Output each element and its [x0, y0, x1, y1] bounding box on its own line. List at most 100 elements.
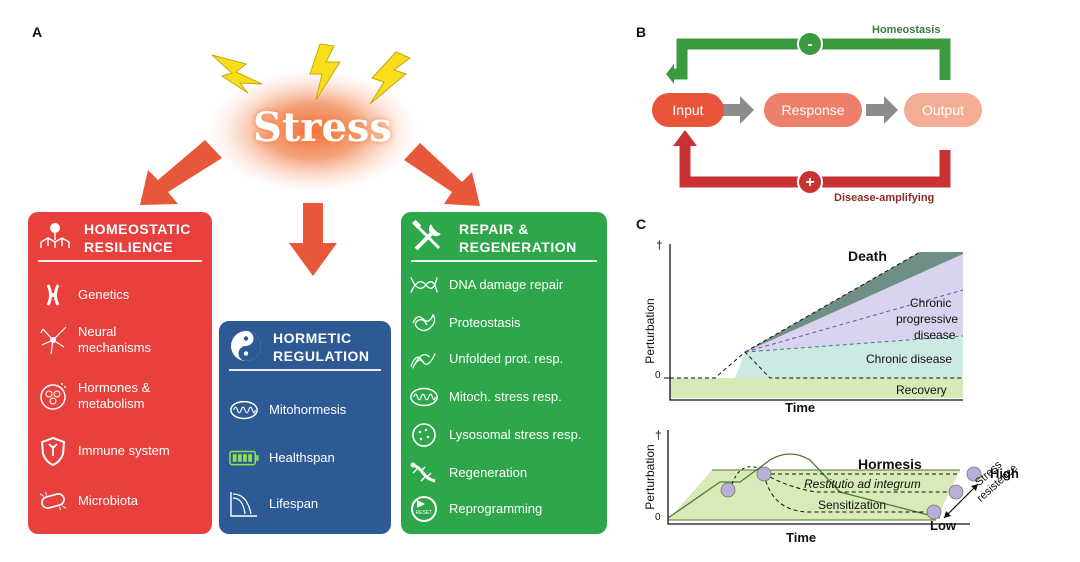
item-label-line2: metabolism [78, 396, 145, 411]
label-sensitization: Sensitization [818, 498, 887, 512]
homeostasis-arrowhead [666, 64, 674, 84]
item-label: Reprogramming [449, 501, 543, 516]
homeostasis-label: Homeostasis [872, 24, 941, 36]
top-ylabel: Perturbation [643, 298, 657, 364]
arrow-input-response [722, 96, 754, 124]
homeostatic-title-line1: HOMEOSTATIC [84, 221, 191, 237]
state-circle [756, 466, 772, 482]
state-circle [720, 482, 736, 498]
top-xlabel: Time [785, 400, 816, 415]
death-region [745, 252, 963, 352]
arrow-response-output [866, 96, 898, 124]
repair-title-line1: REPAIR & [459, 221, 529, 237]
stress-resistance-band [668, 470, 960, 520]
bacterium-icon [38, 488, 68, 514]
restitutio-arrow [763, 473, 950, 493]
network-icon [40, 223, 70, 248]
disease-amplifying-arrowhead [673, 130, 697, 146]
response-curve [667, 453, 941, 519]
state-circle [926, 504, 942, 520]
mitochondrion-icon [229, 397, 259, 423]
protein-icon [409, 310, 439, 336]
unfolded-protein-icon [409, 346, 439, 372]
recovery-line [670, 351, 963, 379]
item-label: Immune system [78, 443, 170, 458]
homeostatic-divider [38, 260, 202, 262]
item-label: DNA damage repair [449, 277, 564, 292]
band-edge [668, 469, 960, 521]
feedback-loop-diagram: - + [666, 31, 951, 195]
hormesis-chart [667, 430, 982, 525]
panel-c-letter: C [636, 216, 647, 232]
list-item-dna-repair: DNA damage repair [409, 272, 563, 298]
hormetic-title-line1: HORMETIC [273, 330, 352, 346]
yin-yang-icon [231, 331, 261, 361]
disease-amplifying-label: Disease-amplifying [834, 192, 935, 204]
arrow-right-down [404, 143, 480, 206]
shield-icon [38, 436, 68, 466]
bottom-ytick-top: † [655, 428, 662, 442]
minus-sign: - [807, 36, 812, 53]
repair-divider [411, 260, 597, 262]
stress-graphic [140, 43, 480, 276]
top-ytick-zero: 0 [655, 370, 661, 381]
list-item-mitohormesis: Mitohormesis [229, 397, 346, 423]
label-death: Death [848, 248, 887, 264]
lizard-icon [409, 460, 439, 486]
label-chronic-disease: Chronic disease [866, 352, 953, 366]
label-recovery: Recovery [896, 383, 947, 397]
item-label: Genetics [78, 287, 130, 302]
battery-icon [229, 445, 259, 471]
list-item-lysosomal: Lysosomal stress resp. [409, 422, 581, 448]
input-node: Input [652, 93, 724, 127]
list-item-microbiota: Microbiota [38, 488, 138, 514]
bottom-xlabel: Time [786, 530, 817, 545]
item-label: Regeneration [449, 465, 528, 480]
reset-icon-text: RESET [416, 510, 433, 516]
item-label: Mitoch. stress resp. [449, 389, 562, 404]
homeostasis-loop [674, 38, 951, 80]
label-chronic-progressive-2: progressive [896, 312, 959, 326]
stress-glow [208, 69, 418, 193]
plus-sign: + [805, 174, 814, 191]
initial-arrow [731, 466, 759, 485]
bottom-ylabel: Perturbation [643, 444, 657, 510]
repair-title-line2: REGENERATION [459, 239, 577, 255]
panel-a-letter: A [32, 24, 43, 40]
lifespan-curve-icon [229, 491, 259, 517]
item-label-line1: Hormones & [78, 380, 151, 395]
item-label: Healthspan [269, 450, 335, 465]
repair-regeneration-box: REPAIR & REGENERATION DNA damage repair … [401, 212, 607, 534]
state-circle [948, 484, 964, 500]
neuron-icon [38, 326, 68, 355]
hormetic-title-line2: REGULATION [273, 348, 370, 364]
lysosome-icon [409, 422, 439, 448]
label-hormesis: Hormesis [858, 456, 922, 472]
stress-resistence-arrow [943, 483, 979, 519]
list-item-regeneration: Regeneration [409, 460, 527, 486]
reset-icon: RESET [409, 496, 439, 522]
item-label-line2: mechanisms [78, 340, 151, 355]
list-item-lifespan: Lifespan [229, 491, 318, 517]
label-restitutio: Restitutio ad integrum [804, 477, 921, 491]
cell-icon [38, 383, 68, 410]
item-label: Microbiota [78, 493, 138, 508]
list-item-neural: Neural mechanisms [38, 324, 151, 356]
item-label: Mitohormesis [269, 402, 347, 417]
list-item-healthspan: Healthspan [229, 445, 335, 471]
top-ytick-top: † [656, 238, 663, 252]
homeostatic-resilience-box: HOMEOSTATIC RESILIENCE Genetics Neural m… [28, 212, 212, 534]
response-node: Response [764, 93, 862, 127]
list-item-unfolded: Unfolded prot. resp. [409, 346, 563, 372]
sensitization-arrow [763, 473, 928, 513]
list-item-genetics: Genetics [38, 282, 129, 308]
stress-label: Stress [253, 104, 392, 151]
chronic-line [744, 335, 964, 353]
item-label: Unfolded prot. resp. [449, 351, 564, 366]
plus-sign-circle [797, 169, 823, 195]
outcome-chart [664, 244, 964, 401]
list-item-mitoch-stress: Mitoch. stress resp. [409, 384, 562, 410]
mitochondrion-icon [409, 384, 439, 410]
hormetic-divider [229, 369, 381, 371]
label-low: Low [930, 518, 956, 533]
